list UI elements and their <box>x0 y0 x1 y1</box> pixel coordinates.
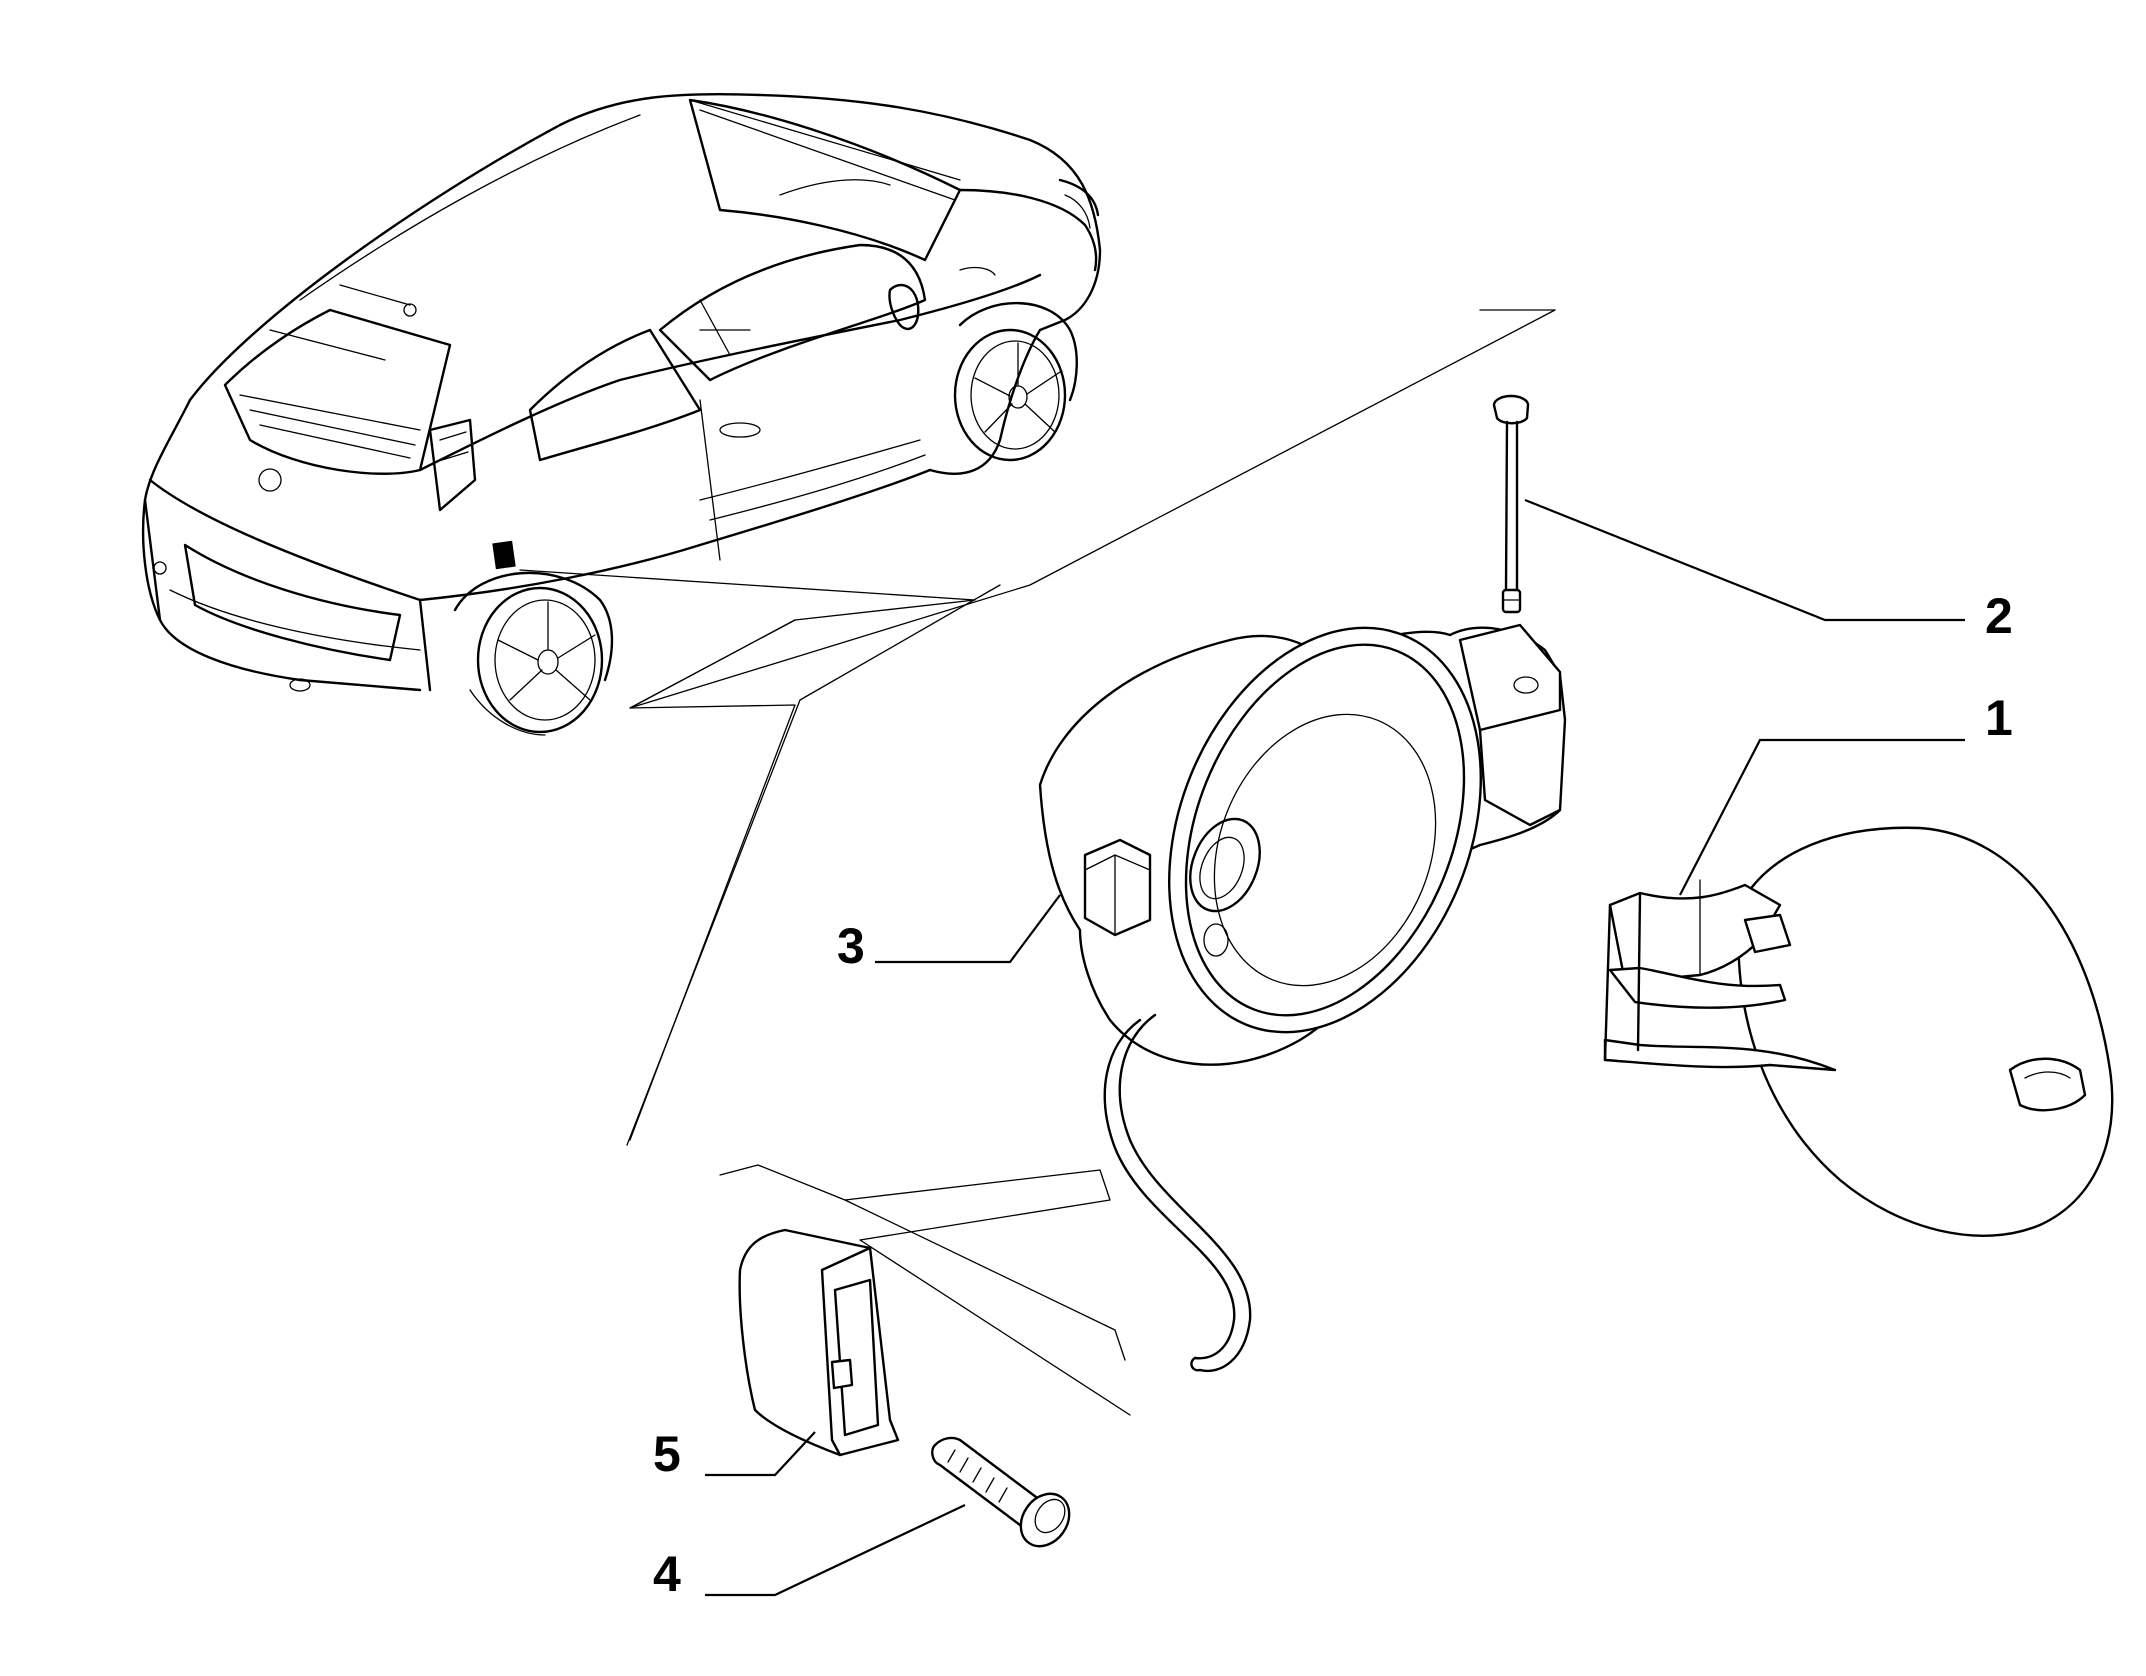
leader-line-1 <box>1679 738 1965 896</box>
leader-lines <box>705 498 1965 1597</box>
callout-label-2: 2 <box>1985 588 2013 644</box>
part-4-screw <box>931 1436 1071 1548</box>
part-2-release-pin <box>1492 394 1530 614</box>
leader-line-4 <box>705 1504 966 1597</box>
callout-label-5: 5 <box>653 1426 681 1482</box>
zoom-lines <box>519 309 1556 1416</box>
car-illustration <box>141 92 1102 736</box>
leader-line-2 <box>1524 498 1965 622</box>
callout-label-4: 4 <box>653 1546 681 1602</box>
part-3-filler-housing <box>1038 623 1567 1373</box>
callout-label-3: 3 <box>837 918 865 974</box>
callout-label-1: 1 <box>1985 690 2013 746</box>
callout-labels: 2 1 3 5 4 <box>653 588 2013 1602</box>
fuel-door-marker <box>492 540 516 570</box>
part-5-cover-bracket <box>738 1228 900 1457</box>
leader-line-5 <box>705 1431 816 1477</box>
leader-line-3 <box>875 894 1061 964</box>
part-1-fuel-door <box>1603 826 2114 1237</box>
